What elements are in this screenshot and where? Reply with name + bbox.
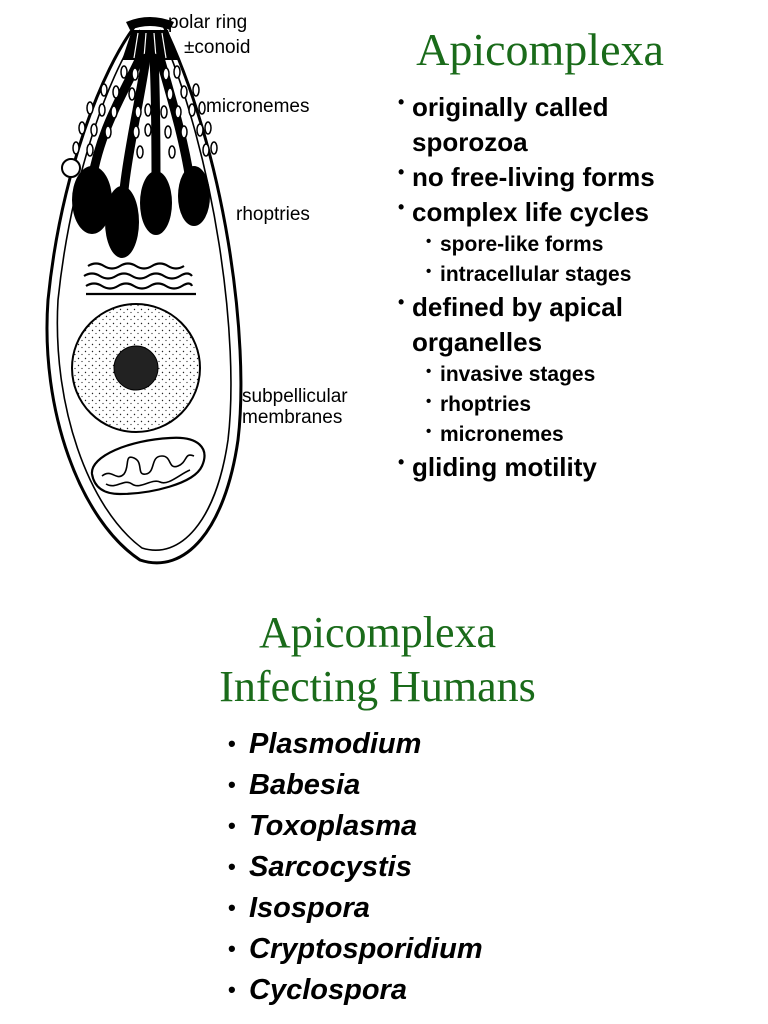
sub-list-item: intracellular stages — [398, 257, 758, 290]
cell-drawing — [45, 17, 243, 565]
sub-list-item: micronemes — [398, 417, 758, 450]
list-item: defined by apical — [398, 285, 758, 325]
genus-item: Plasmodium — [226, 723, 646, 765]
apicomplexa-features-list: originally called sporozoa no free-livin… — [398, 85, 758, 485]
sub-list-item: rhoptries — [398, 387, 758, 420]
genus-item: Isospora — [226, 887, 646, 929]
list-item: gliding motility — [398, 445, 758, 485]
list-item: no free-living forms — [398, 155, 758, 195]
title-line-1: Apicomplexa — [258, 608, 497, 657]
label-membranes: membranes — [242, 407, 343, 428]
list-item-text: sporozoa — [412, 127, 528, 157]
label-polar-ring: polar ring — [168, 12, 248, 33]
genus-item: Sarcocystis — [226, 846, 646, 888]
genus-item: Cyclospora — [226, 969, 646, 1011]
sub-list-item: invasive stages — [398, 357, 758, 390]
micronemes — [72, 65, 218, 159]
subpellicular-membranes — [83, 262, 196, 296]
genus-item: Toxoplasma — [226, 805, 646, 847]
label-subpellicular: subpellicular — [242, 386, 348, 407]
label-conoid: ±conoid — [184, 37, 251, 58]
sub-list-item: spore-like forms — [398, 227, 758, 260]
polar-ring — [126, 17, 174, 30]
micropore — [61, 158, 81, 178]
title-line-2: Infecting Humans — [219, 662, 536, 711]
genus-list: Plasmodium Babesia Toxoplasma Sarcocysti… — [226, 723, 646, 1011]
title-apicomplexa-infecting-humans: Apicomplexa Infecting Humans — [150, 606, 605, 714]
conoid — [122, 30, 178, 60]
list-item-continuation: organelles — [398, 325, 758, 360]
genus-item: Babesia — [226, 764, 646, 806]
list-item-continuation: sporozoa — [398, 125, 758, 160]
list-item: originally called — [398, 85, 758, 125]
label-rhoptries: rhoptries — [236, 204, 310, 225]
list-item-text: organelles — [412, 327, 543, 357]
mitochondrion — [90, 436, 206, 496]
list-item: complex life cycles — [398, 190, 758, 230]
title-apicomplexa: Apicomplexa — [416, 24, 664, 75]
apicomplexan-cell-diagram: polar ring ±conoid micronemes rhoptries … — [0, 0, 390, 580]
rhoptries — [72, 166, 210, 258]
label-micronemes: micronemes — [206, 96, 310, 117]
genus-item: Cryptosporidium — [226, 928, 646, 970]
